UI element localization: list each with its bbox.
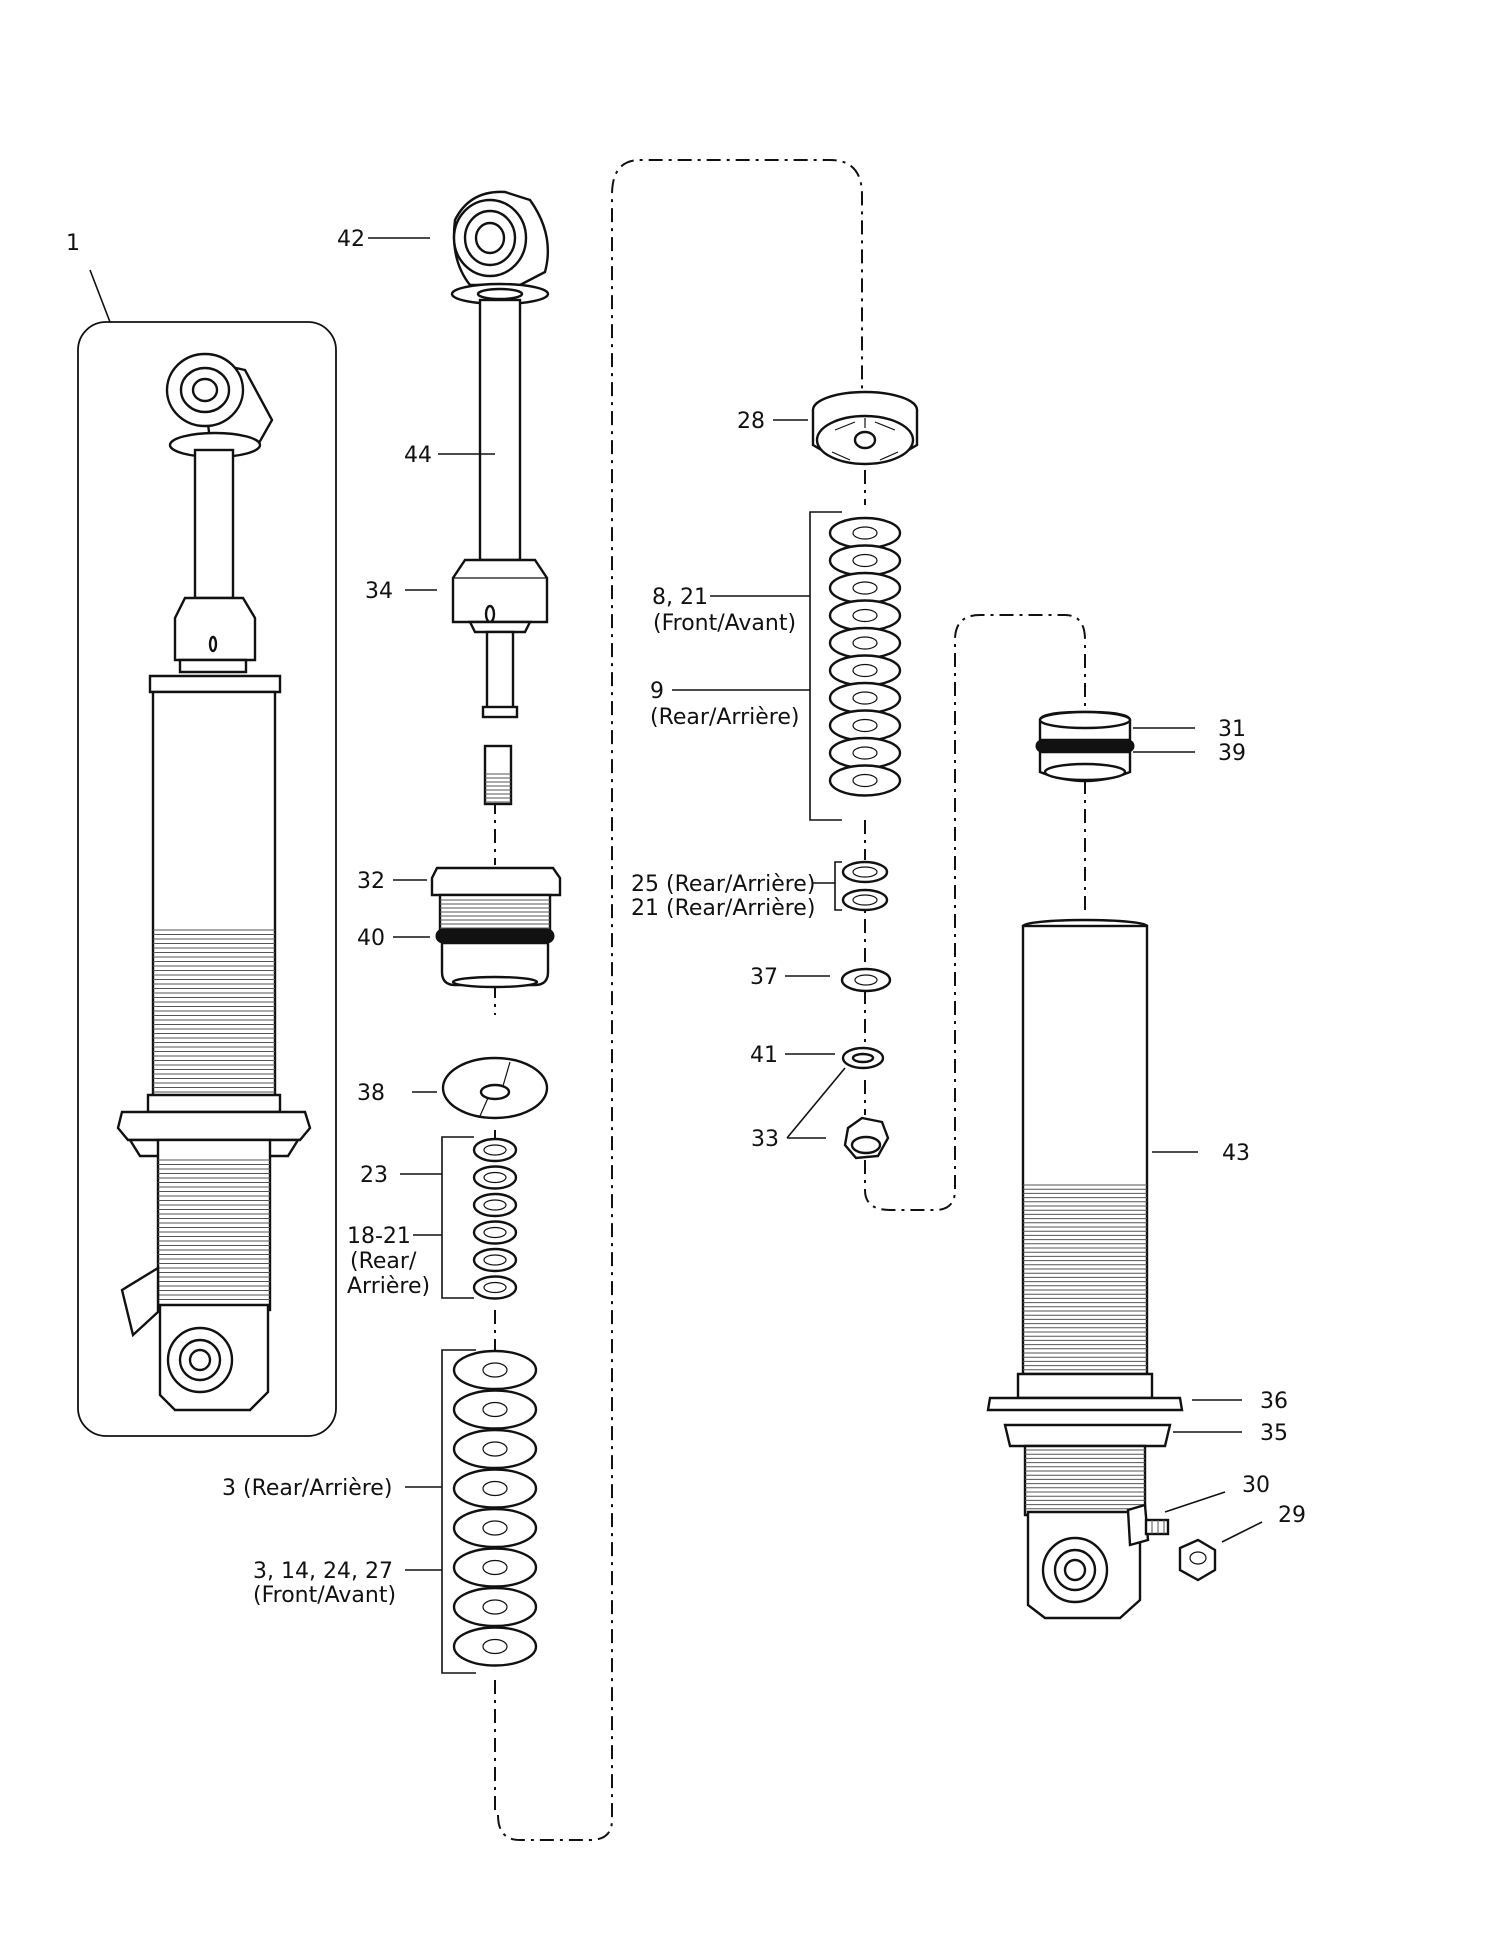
piston-nut	[843, 1116, 890, 1160]
callout-8-21: 8, 21	[652, 585, 708, 610]
leader-lines	[368, 237, 1263, 1674]
rod-shoulder	[481, 705, 519, 719]
large-shim-stack	[452, 1349, 538, 1667]
shim	[828, 764, 902, 797]
assembly-path-left	[497, 159, 863, 1841]
callout-3-front: 3, 14, 24, 27	[253, 1559, 393, 1584]
callout-9-rear: (Rear/Arrière)	[650, 705, 799, 730]
callout-29: 29	[1278, 1503, 1306, 1528]
callout-18-21: 18-21	[347, 1224, 411, 1249]
shim	[828, 599, 902, 632]
callout-38: 38	[357, 1081, 385, 1106]
cap-nut	[1178, 1538, 1217, 1582]
shim	[828, 709, 902, 742]
callout-28: 28	[737, 409, 765, 434]
shim	[828, 516, 902, 550]
assembly-path-right	[864, 614, 1086, 1211]
rod-end-eye	[450, 190, 550, 306]
lower-body-threads	[158, 1159, 270, 1300]
shim	[828, 736, 902, 770]
washer-41	[841, 1046, 885, 1070]
callout-43: 43	[1222, 1141, 1250, 1166]
callout-21: 21 (Rear/Arrière)	[631, 896, 815, 921]
callout-31: 31	[1218, 717, 1246, 742]
callout-34: 34	[365, 579, 393, 604]
callout-37: 37	[750, 965, 778, 990]
shim	[472, 1275, 518, 1300]
shim	[472, 1247, 518, 1273]
shim	[472, 1137, 518, 1163]
shim	[472, 1165, 518, 1190]
seal-head	[430, 866, 562, 989]
callout-25: 25 (Rear/Arrière)	[631, 872, 815, 897]
valve-plate	[441, 1056, 549, 1120]
callout-labels: 1 42 44 34 32 40 38 23 18-21 (Rear/ Arri…	[66, 227, 1306, 1608]
callout-39: 39	[1218, 741, 1246, 766]
piston-shim-stack	[828, 516, 902, 797]
callout-9: 9	[650, 679, 664, 704]
bleed-screw	[1126, 1503, 1170, 1547]
rod-tip-threads	[485, 773, 511, 803]
rod-threaded-tip	[483, 744, 513, 806]
callout-35: 35	[1260, 1421, 1288, 1446]
shim	[452, 1428, 538, 1470]
callout-18-21-rear: (Rear/	[350, 1249, 417, 1274]
shim	[828, 571, 902, 605]
callout-1: 1	[66, 231, 80, 256]
shim	[472, 1192, 518, 1218]
piston-rod	[478, 298, 522, 562]
small-washers	[841, 860, 889, 912]
shim	[452, 1547, 538, 1588]
bump-stop	[451, 558, 549, 634]
small-shim-stack	[472, 1137, 518, 1300]
shim	[828, 544, 902, 577]
callout-44: 44	[404, 443, 432, 468]
shim	[452, 1389, 538, 1430]
shock-body	[986, 918, 1184, 1620]
callout-30: 30	[1242, 1473, 1270, 1498]
shim	[472, 1220, 518, 1245]
callout-8-21-front: (Front/Avant)	[653, 611, 796, 636]
reservoir-cap	[1035, 710, 1135, 783]
piston	[811, 390, 919, 466]
shim	[452, 1468, 538, 1509]
shim	[828, 654, 902, 687]
o-ring	[435, 928, 555, 944]
callout-40: 40	[357, 926, 385, 951]
callout-33: 33	[751, 1127, 779, 1152]
callout-23: 23	[360, 1163, 388, 1188]
shim	[452, 1349, 538, 1391]
washer-37	[840, 967, 892, 993]
shim	[452, 1626, 538, 1667]
callout-18-21-arriere: Arrière)	[347, 1274, 430, 1299]
callout-41: 41	[750, 1043, 778, 1068]
shim	[452, 1586, 538, 1628]
assembly-box	[77, 321, 337, 1437]
shim	[452, 1507, 538, 1549]
body-threads	[153, 929, 275, 1093]
callout-36: 36	[1260, 1389, 1288, 1414]
rod-lower	[485, 630, 515, 716]
callout-42: 42	[337, 227, 365, 252]
callout-3-front-label: (Front/Avant)	[253, 1583, 396, 1608]
shim	[828, 681, 902, 715]
shim	[828, 626, 902, 660]
complete-shock-assembly	[77, 269, 337, 1437]
callout-3-rear: 3 (Rear/Arrière)	[222, 1476, 392, 1501]
callout-32: 32	[357, 869, 385, 894]
